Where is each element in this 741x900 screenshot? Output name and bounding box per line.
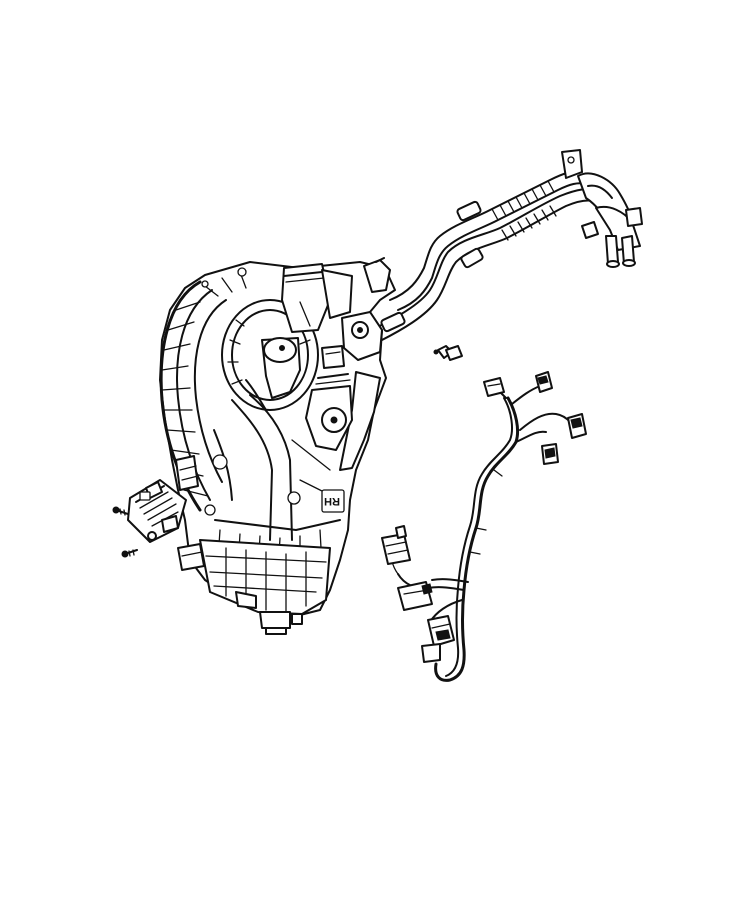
harness-connector-left-upper bbox=[381, 525, 411, 565]
ac-refrigerant-lines bbox=[371, 149, 643, 343]
insulation-sleeve-upper bbox=[491, 180, 555, 221]
harness-connector-top-left bbox=[483, 377, 505, 397]
temperature-actuator bbox=[305, 371, 381, 471]
harness-connector-bottom bbox=[421, 615, 455, 663]
harness-connector-top bbox=[535, 371, 553, 393]
blower-motor bbox=[221, 299, 319, 411]
blower-motor-resistor bbox=[127, 479, 187, 543]
fastener-bolt bbox=[433, 345, 463, 361]
wiring-harness bbox=[381, 371, 587, 682]
tube-ends bbox=[581, 207, 643, 268]
insulation-sleeve-lower bbox=[501, 205, 557, 241]
screw-upper bbox=[112, 506, 129, 516]
harness-connector-left-mid bbox=[397, 581, 433, 611]
line-bracket bbox=[561, 149, 583, 179]
housing-lower bbox=[175, 455, 331, 635]
harness-connector-right bbox=[567, 413, 587, 439]
hvac-housing: RH bbox=[159, 257, 396, 635]
mode-door-actuator bbox=[321, 257, 391, 369]
housing-stamp: RH bbox=[324, 495, 340, 507]
screw-lower bbox=[121, 549, 138, 558]
air-inlet-box bbox=[281, 263, 353, 333]
harness-connector-mid bbox=[541, 443, 559, 465]
